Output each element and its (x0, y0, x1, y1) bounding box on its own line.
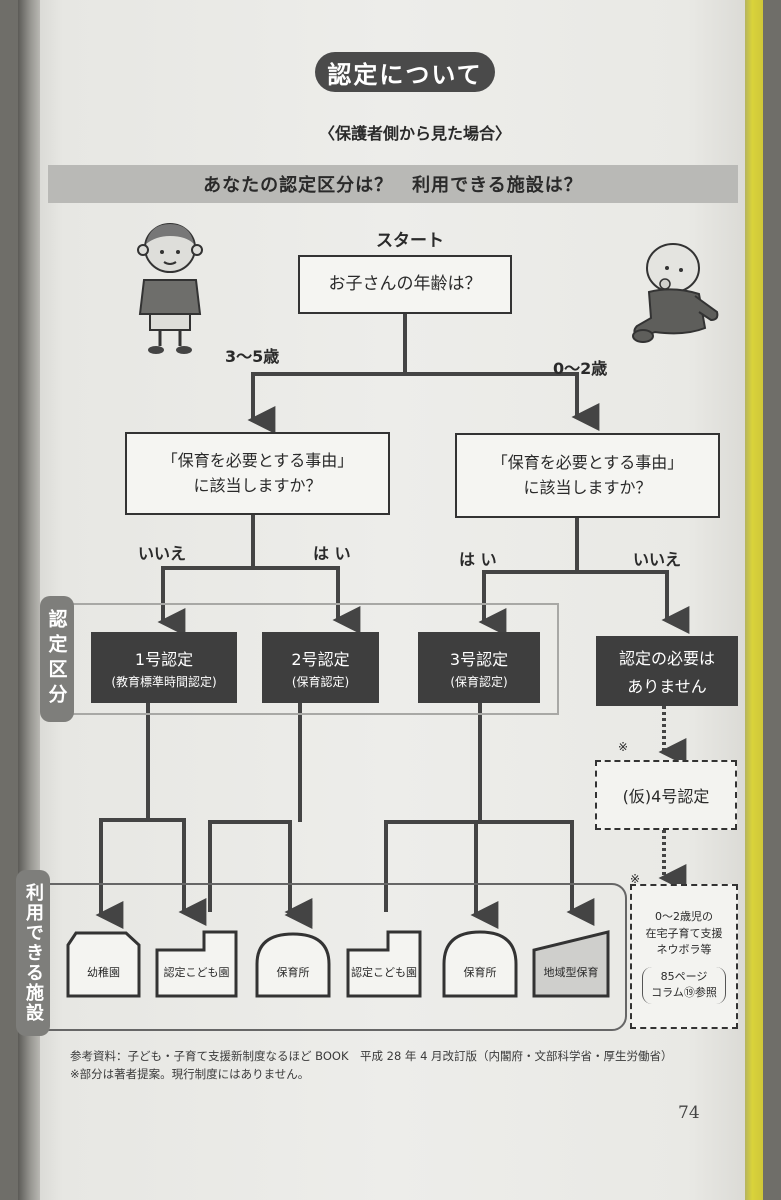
section-banner: あなたの認定区分は？ 利用できる施設は？ (48, 165, 738, 203)
facility-kindergarten: 幼稚園 (87, 966, 120, 979)
start-label: スタート (376, 231, 444, 251)
facility-tab: 利用できる施設 (16, 870, 50, 1036)
cert-2-box: 2号認定 (保育認定) (262, 632, 379, 703)
kindergarten-shape (66, 931, 141, 998)
toddler-boy-illustration (137, 223, 203, 354)
not-needed-box: 認定の必要は ありません (596, 636, 738, 706)
page-reference: 85ページ コラム⑲参照 (642, 966, 726, 1004)
branch-no-right: いいえ (633, 550, 682, 569)
note-mark-1: ※ (618, 740, 629, 754)
reason-question-right: 「保育を必要とする事由」 に該当しますか？ (455, 433, 720, 518)
cert-1-sub: (教育標準時間認定) (111, 674, 217, 689)
nursery-shape-1 (255, 932, 331, 998)
reason-right-line1: 「保育を必要とする事由」 (491, 452, 684, 472)
nursery-shape-2 (442, 930, 518, 998)
home-support-box: 0〜2歳児の 在宅子育て支援 ネウボラ等 85ページ コラム⑲参照 (630, 884, 738, 1029)
cert-3-sub: (保育認定) (450, 674, 508, 689)
cert-3-box: 3号認定 (保育認定) (418, 632, 540, 703)
community-nursery-shape (532, 930, 610, 998)
facility-kodomoen-1: 認定こども園 (163, 966, 230, 979)
page-reference-line1: 85ページ (660, 969, 708, 983)
page-number: 74 (678, 1103, 700, 1123)
age-label-0-2: 0〜2歳 (553, 359, 608, 378)
facility-nursery-1: 保育所 (276, 966, 310, 979)
footer-note: ※部分は著者提案。現行制度にはありません。 (70, 1067, 310, 1081)
home-support-line1: 0〜2歳児の (655, 910, 713, 924)
baby-illustration (632, 243, 719, 343)
age-question-box: お子さんの年齢は？ (298, 255, 512, 314)
facility-kodomoen-2: 認定こども園 (351, 966, 417, 979)
age-label-3-5: 3〜5歳 (225, 347, 280, 366)
home-support-line2: 在宅子育て支援 (645, 926, 723, 940)
footer-reference: 参考資料：子ども・子育て支援新制度なるほど BOOK 平成 28 年 4 月改訂… (70, 1049, 673, 1063)
branch-no-left: いいえ (138, 544, 187, 563)
book-cover-edge (745, 0, 763, 1200)
cert-1-label: 1号認定 (134, 649, 194, 669)
cert-2-label: 2号認定 (291, 649, 350, 669)
facility-nursery-2: 保育所 (463, 966, 497, 979)
cert-2-sub: (保育認定) (291, 674, 350, 689)
page-title: 認定について (315, 52, 495, 92)
cert-3-label: 3号認定 (449, 649, 509, 669)
page-subtitle: 〈保護者側から見た場合〉 (318, 124, 511, 143)
branch-yes-left: は い (313, 544, 351, 563)
reason-left-line1: 「保育を必要とする事由」 (161, 450, 354, 470)
branch-yes-right: は い (459, 550, 497, 569)
kodomoen-shape-1 (155, 930, 238, 998)
not-needed-line1: 認定の必要は (618, 649, 715, 668)
reason-right-line2: に該当しますか？ (523, 477, 652, 497)
note-mark-2: ※ (630, 872, 641, 886)
reason-question-left: 「保育を必要とする事由」 に該当しますか？ (125, 432, 390, 515)
kodomoen-shape-2 (346, 930, 422, 998)
category-tab: 認定区分 (40, 596, 74, 722)
provisional-4-box: (仮)4号認定 (595, 760, 737, 830)
facility-community-nursery: 地域型保育 (543, 966, 599, 979)
reason-left-line2: に該当しますか？ (193, 475, 322, 495)
page-reference-line2: コラム⑲参照 (651, 986, 717, 1000)
cert-1-box: 1号認定 (教育標準時間認定) (91, 632, 237, 703)
not-needed-line2: ありません (627, 677, 707, 696)
home-support-line3: ネウボラ等 (656, 943, 712, 957)
